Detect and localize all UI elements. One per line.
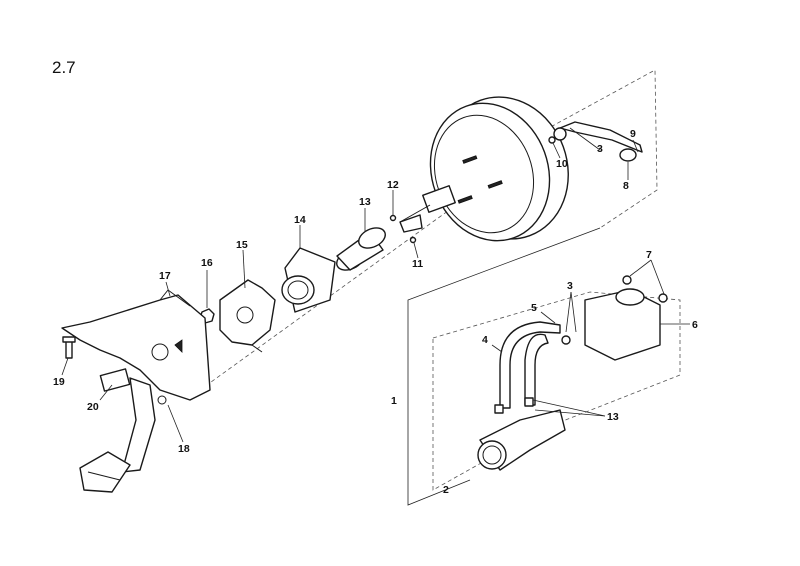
callout-13-upper: 13 xyxy=(359,196,371,208)
callout-20: 20 xyxy=(87,401,99,413)
callout-18: 18 xyxy=(178,443,190,455)
callout-3-upper: 3 xyxy=(597,143,603,155)
callout-11: 11 xyxy=(412,258,423,270)
callout-7: 7 xyxy=(646,249,652,261)
clevis-pin xyxy=(389,214,423,244)
callout-5: 5 xyxy=(531,302,537,314)
assembly-outline-upper xyxy=(544,69,658,229)
fluid-reservoir xyxy=(584,275,668,361)
mounting-plate xyxy=(281,247,336,313)
callout-6: 6 xyxy=(692,319,698,331)
callout-12: 12 xyxy=(387,179,399,191)
callout-14: 14 xyxy=(294,214,306,226)
spacer-sleeve xyxy=(336,227,386,271)
assembly-outline-lower xyxy=(432,291,681,491)
spacer-bracket xyxy=(219,279,276,353)
callout-19: 19 xyxy=(53,376,65,388)
stop-light-switch xyxy=(99,368,131,392)
brake-pedal xyxy=(79,377,167,493)
callout-10: 10 xyxy=(556,158,568,170)
section-number: 2.7 xyxy=(52,58,76,77)
callout-16: 16 xyxy=(201,257,213,269)
callout-1: 1 xyxy=(391,395,397,407)
callout-3-lower: 3 xyxy=(567,280,573,292)
master-cylinder xyxy=(477,397,566,471)
callout-4: 4 xyxy=(482,334,488,346)
callout-2: 2 xyxy=(443,484,449,496)
callout-13-lower: 13 xyxy=(607,411,619,423)
bolt xyxy=(62,336,76,359)
reservoir-hoses xyxy=(499,321,571,409)
callout-17: 17 xyxy=(159,270,171,282)
brake-booster xyxy=(399,96,569,242)
callout-9: 9 xyxy=(630,128,636,140)
callout-15: 15 xyxy=(236,239,248,251)
pedal-bracket xyxy=(61,289,211,401)
group-bracket-1 xyxy=(407,227,601,506)
vacuum-hose xyxy=(548,121,643,162)
callout-8: 8 xyxy=(623,180,629,192)
